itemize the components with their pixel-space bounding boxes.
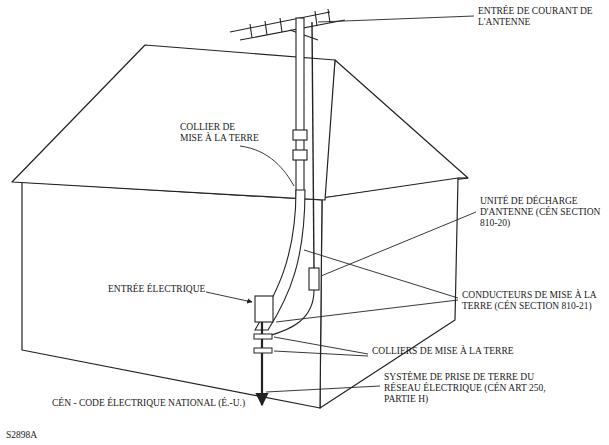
ground-clamp [254,334,272,339]
ground-conductors [255,190,305,330]
ground-clamp [254,348,272,353]
figure-code: S2898A [6,430,86,441]
lead-in-wire [312,22,314,270]
ground-clamp-label: COLLIER DE MISE À LA TERRE [180,122,260,144]
antenna-mast [293,18,307,198]
ground-conductors-label: CONDUCTEURS DE MISE À LA TERRE (CÉN SECT… [462,290,602,312]
antenna-lead-in-label: ENTRÉE DE COURANT DE L'ANTENNE [478,6,603,28]
electric-entry-box [255,296,273,322]
code-note: CÉN - CODE ÉLECTRIQUE NATIONAL (É.-U.) [52,398,282,409]
electric-entry-label: ENTRÉE ÉLECTRIQUE [108,284,218,295]
front-wall [22,182,322,408]
power-grounding-label: SYSTÈME DE PRISE DE TERRE DU RÉSEAU ÉLEC… [384,372,554,405]
gable [322,60,468,198]
discharge-unit-label: UNITÉ DE DÉCHARGE D'ANTENNE (CÉN SECTION… [480,196,604,229]
antenna [230,9,345,40]
ground-wire [268,290,314,336]
discharge-unit [309,268,319,290]
roof [12,45,335,200]
eave [458,177,468,178]
ground-clamps-label: COLLIERS DE MISE À LA TERRE [372,346,572,357]
leader-lines [206,16,476,392]
